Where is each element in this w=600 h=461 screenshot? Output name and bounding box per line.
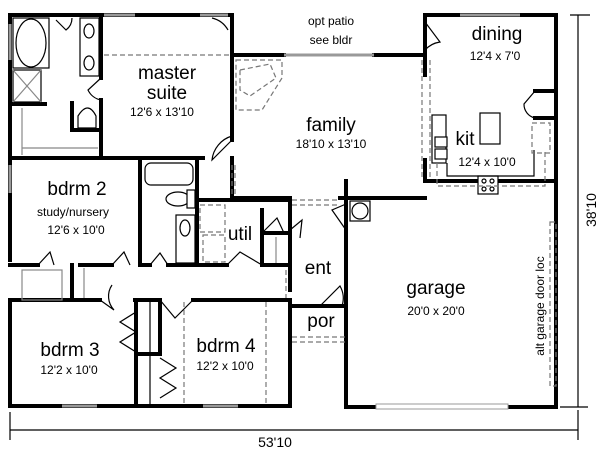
- bdrm3-label: bdrm 3: [40, 340, 99, 361]
- dining-label: dining: [472, 24, 523, 45]
- family-size: 18'10 x 13'10: [296, 137, 367, 151]
- master-size: 12'6 x 13'10: [130, 105, 194, 119]
- ent-label: ent: [305, 258, 332, 279]
- garage-size: 20'0 x 20'0: [407, 304, 465, 318]
- windows: [8, 13, 520, 410]
- dining-size: 12'4 x 7'0: [470, 49, 521, 63]
- kit-label: kit: [456, 129, 476, 150]
- interior-walls: [8, 13, 558, 409]
- master-label-line1: master: [138, 63, 197, 84]
- family-label: family: [306, 115, 356, 136]
- patio-note-line2: see bldr: [310, 33, 353, 47]
- dashed-lines: [104, 54, 557, 404]
- bdrm2-subtitle: study/nursery: [37, 205, 109, 219]
- dimension-lines: [9, 14, 590, 440]
- alt-garage-door-note: alt garage door loc: [533, 256, 547, 355]
- width-dimension: 53'10: [258, 434, 292, 450]
- notes: opt patio see bldr alt garage door loc: [308, 14, 547, 356]
- patio-note-line1: opt patio: [308, 14, 354, 28]
- util-label: util: [228, 224, 252, 245]
- dimension-labels: 53'10 38'10: [258, 193, 599, 450]
- kit-size: 12'4 x 10'0: [458, 155, 516, 169]
- bdrm4-size: 12'2 x 10'0: [196, 359, 254, 373]
- bdrm3-size: 12'2 x 10'0: [40, 363, 98, 377]
- bdrm4-label: bdrm 4: [196, 336, 256, 357]
- master-label-line2: suite: [147, 83, 187, 104]
- garage-label: garage: [406, 278, 465, 299]
- depth-dimension: 38'10: [583, 193, 599, 227]
- doors: [37, 17, 536, 399]
- bdrm2-label: bdrm 2: [47, 179, 106, 200]
- fixtures: [12, 17, 558, 301]
- por-label: por: [307, 311, 335, 332]
- room-labels: master suite 12'6 x 13'10 family 18'10 x…: [37, 24, 522, 377]
- bdrm2-size: 12'6 x 10'0: [47, 223, 105, 237]
